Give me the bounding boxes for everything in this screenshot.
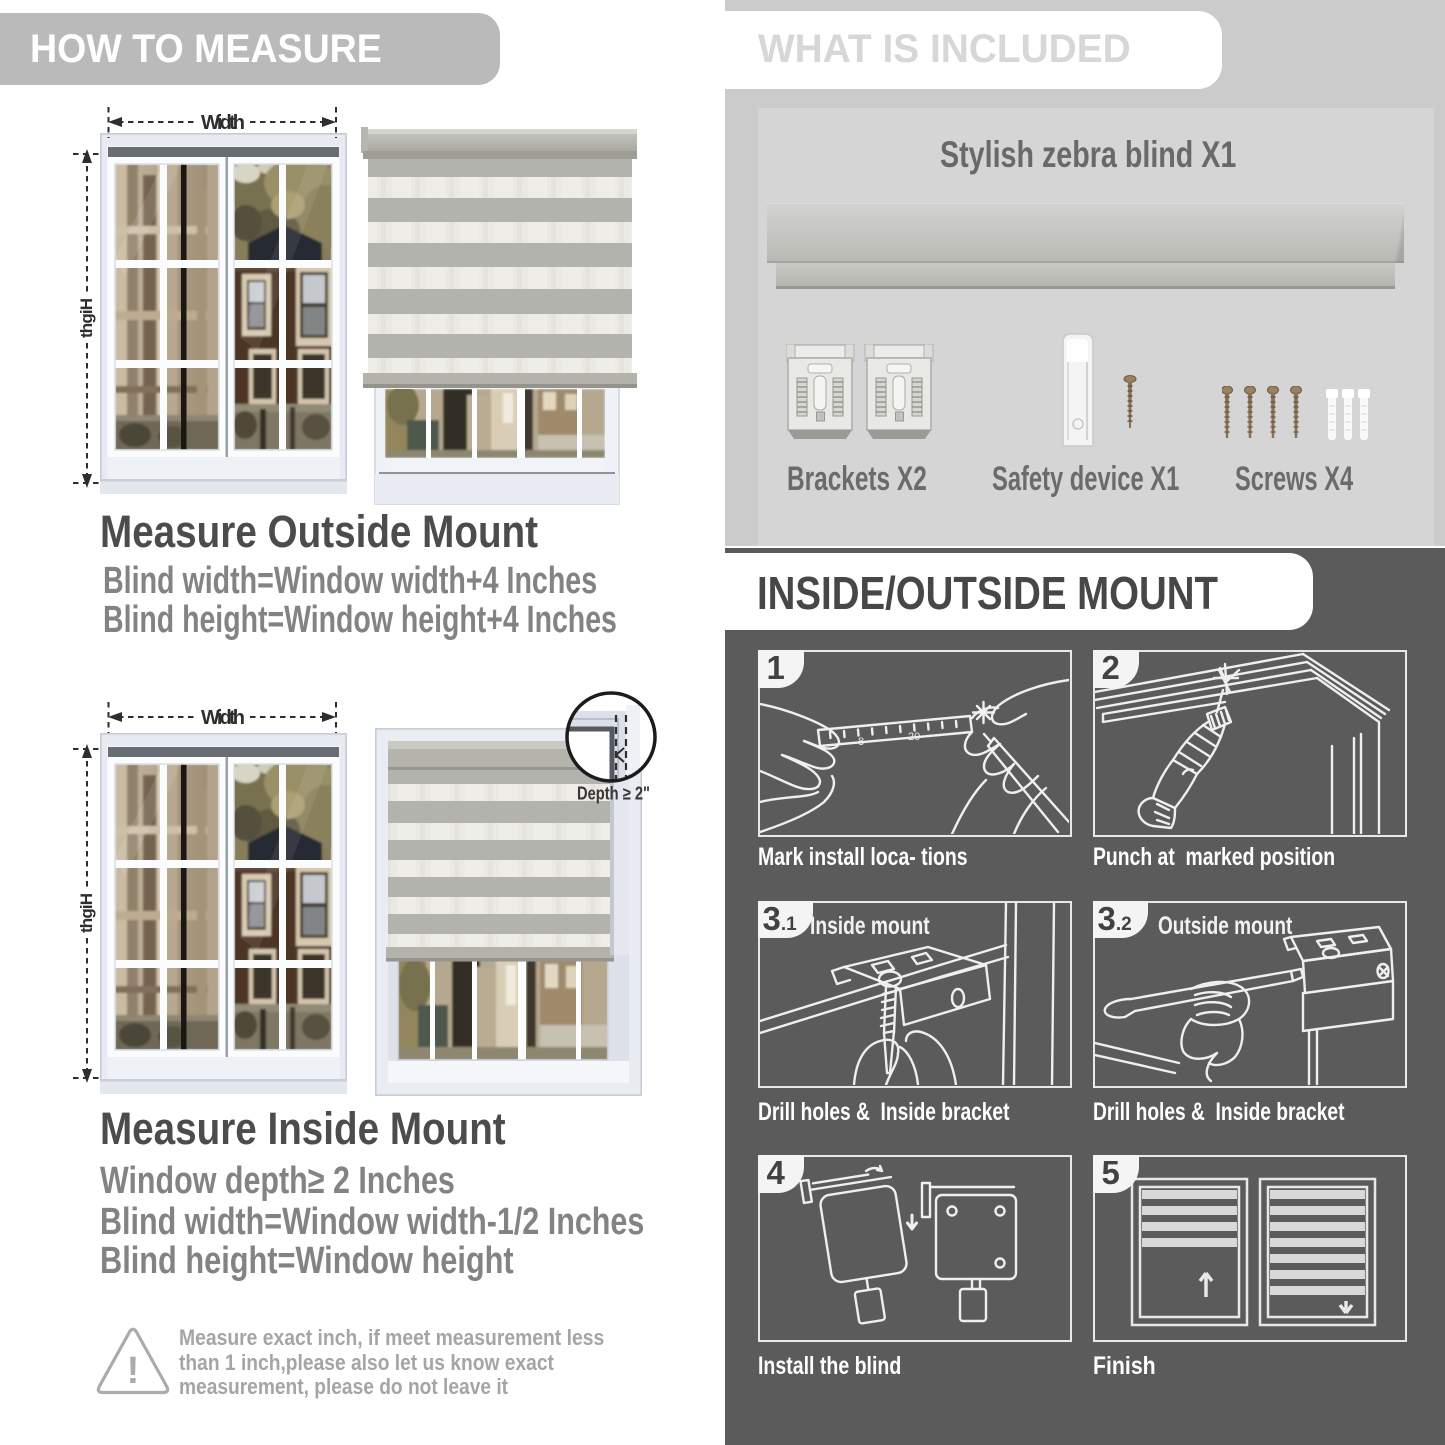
svg-text:20: 20	[908, 731, 920, 743]
svg-text:Depth ≥ 2": Depth ≥ 2"	[577, 784, 650, 804]
svg-text:!: !	[127, 1350, 140, 1392]
svg-text:8: 8	[858, 736, 864, 748]
